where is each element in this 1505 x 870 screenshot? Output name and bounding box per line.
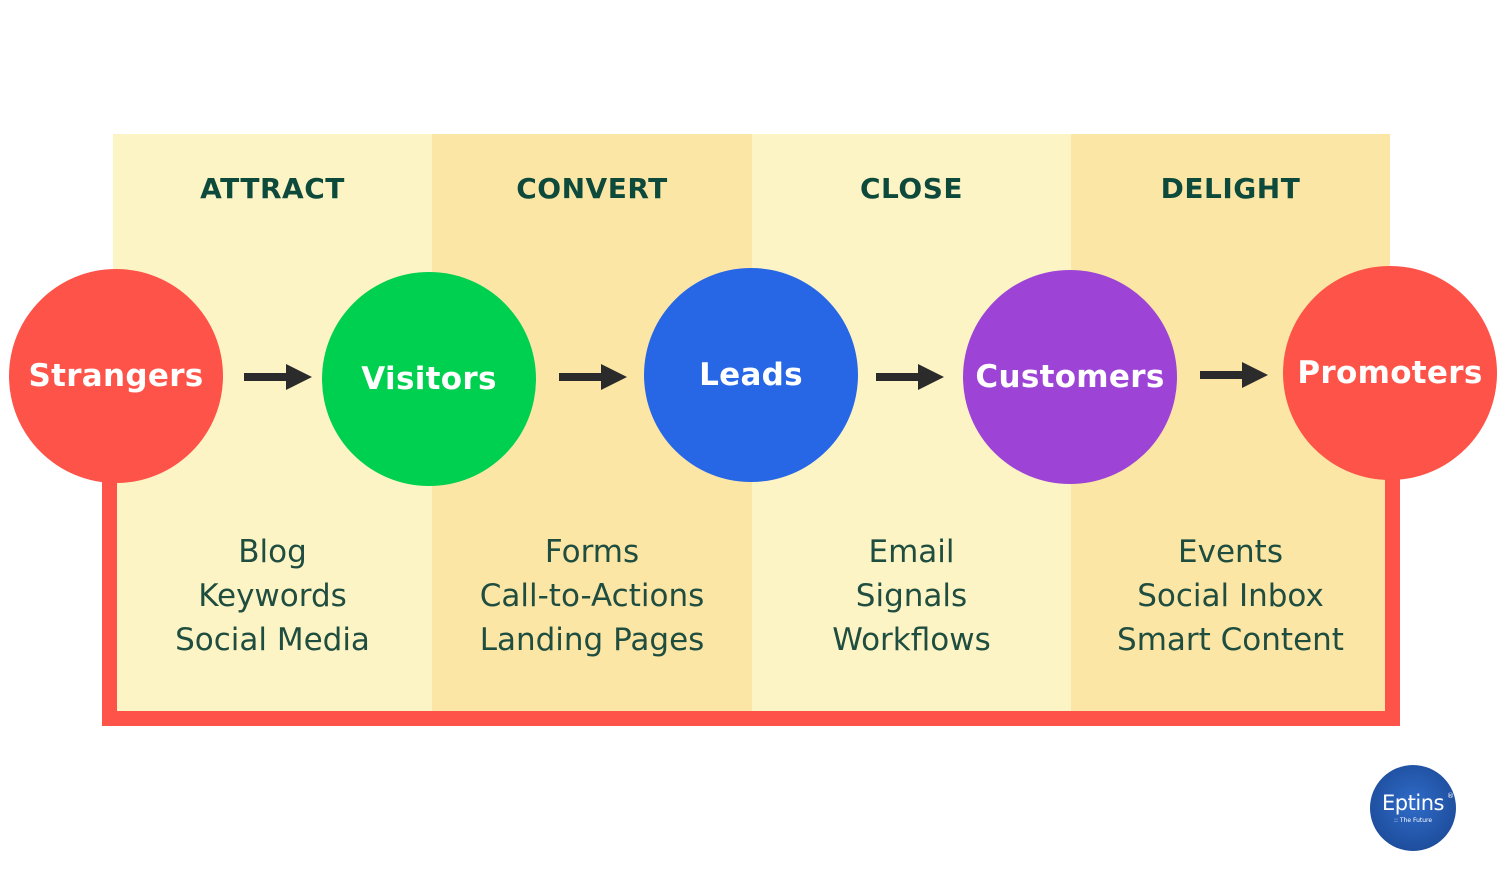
node-leads: Leads	[644, 268, 858, 482]
arrow-right-icon	[244, 364, 312, 390]
tool-item: Smart Content	[1117, 622, 1344, 658]
node-promoters: Promoters	[1283, 266, 1497, 480]
stage-tools-delight: Events Social Inbox Smart Content	[1071, 530, 1390, 662]
tool-item: Events	[1178, 534, 1283, 570]
node-label-strangers: Strangers	[28, 358, 204, 394]
arrow-right-icon	[876, 364, 944, 390]
stage-tools-attract: Blog Keywords Social Media	[113, 530, 432, 662]
node-label-visitors: Visitors	[361, 361, 497, 397]
node-label-customers: Customers	[975, 359, 1165, 395]
logo-name: Eptins	[1382, 791, 1444, 815]
node-label-leads: Leads	[699, 357, 803, 393]
logo-tagline: :: The Future	[1393, 817, 1433, 824]
node-strangers: Strangers	[9, 269, 223, 483]
tool-item: Workflows	[832, 622, 991, 658]
tool-item: Social Inbox	[1137, 578, 1324, 614]
stage-title-delight: DELIGHT	[1160, 172, 1301, 205]
feedback-loop-line	[102, 478, 1400, 726]
stage-title-close: CLOSE	[860, 172, 963, 205]
arrow-right-icon	[559, 364, 627, 390]
node-label-promoters: Promoters	[1297, 355, 1483, 391]
tool-item: Social Media	[175, 622, 370, 658]
tool-item: Email	[868, 534, 955, 570]
tool-item: Keywords	[198, 578, 347, 614]
tool-item: Forms	[544, 534, 640, 570]
stage-tools-convert: Forms Call-to-Actions Landing Pages	[432, 530, 752, 662]
stage-tools-close: Email Signals Workflows	[752, 530, 1071, 662]
stage-title-convert: CONVERT	[516, 172, 668, 205]
arrow-right-icon	[1200, 362, 1268, 388]
stage-title-attract: ATTRACT	[200, 172, 345, 205]
tool-item: Call-to-Actions	[479, 578, 705, 614]
node-customers: Customers	[963, 270, 1177, 484]
tool-item: Blog	[238, 534, 307, 570]
tool-item: Landing Pages	[479, 622, 705, 658]
logo-registered-mark: ®	[1447, 792, 1454, 800]
tool-item: Signals	[855, 578, 968, 614]
node-visitors: Visitors	[322, 272, 536, 486]
eptins-logo: Eptins ® :: The Future	[1370, 765, 1456, 851]
